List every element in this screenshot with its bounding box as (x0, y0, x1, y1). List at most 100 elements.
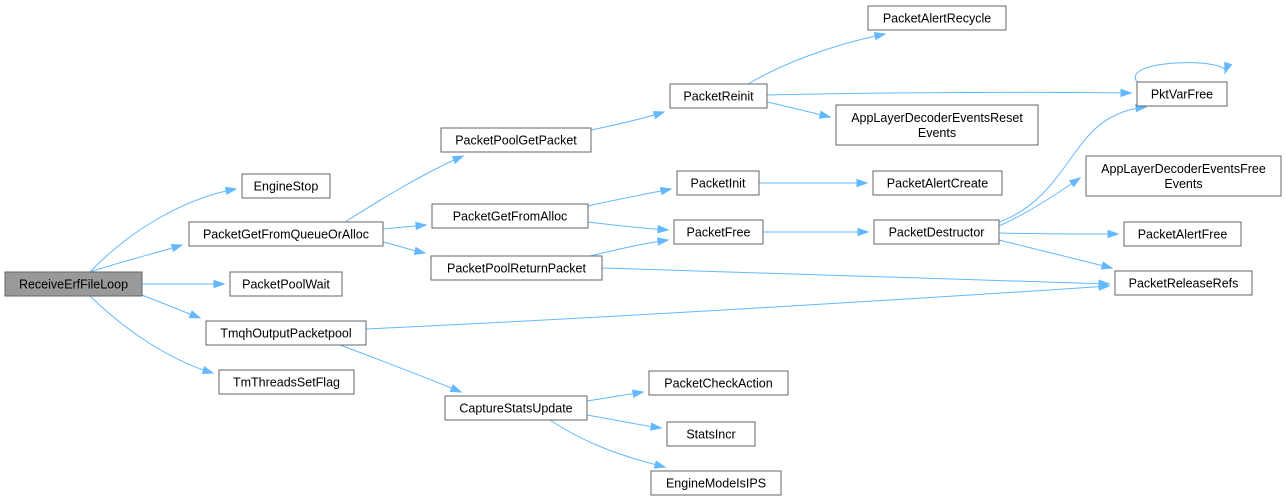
edge-line (998, 106, 1147, 223)
edge-line (549, 419, 666, 468)
arrowhead (188, 310, 202, 319)
node-packetinit[interactable]: PacketInit (676, 170, 760, 196)
node-label: StatsIncr (686, 428, 735, 442)
edge-n11-n18 (759, 178, 869, 188)
arrowhead (1100, 261, 1114, 270)
node-label: PacketDestructor (889, 226, 985, 240)
node-label: PacketPoolGetPacket (455, 134, 577, 148)
arrowhead (873, 31, 887, 41)
node-tmthreadssetflag[interactable]: TmThreadsSetFlag (218, 369, 355, 395)
edge-line (587, 221, 669, 231)
nodes-layer: ReceiveErfFileLoop EngineStopPacketGetFro… (4, 5, 1282, 496)
node-box (872, 170, 1003, 196)
node-box (1123, 221, 1242, 247)
node-label: AppLayerDecoderEventsFree (1101, 162, 1266, 176)
edge-n2-n8 (382, 241, 427, 256)
edge-n12-n19 (763, 227, 870, 237)
node-label: PacketAlertCreate (887, 177, 988, 191)
node-label: PacketAlertFree (1138, 228, 1228, 242)
node-enginestop[interactable]: EngineStop (241, 173, 331, 199)
node-box (867, 5, 1007, 31)
node-box (229, 271, 343, 297)
node-box (430, 255, 603, 281)
edge-n20-n20 (1134, 61, 1233, 83)
arrowhead (1120, 88, 1133, 98)
node-packetreinit[interactable]: PacketReinit (669, 83, 768, 109)
node-packetpoolgetpacket[interactable]: PacketPoolGetPacket (440, 127, 592, 153)
edge-n0-n3 (142, 279, 226, 289)
edge-line (998, 239, 1113, 269)
node-packetreleaserefs[interactable]: PacketReleaseRefs (1114, 270, 1253, 296)
edge-n4-n23 (365, 282, 1111, 330)
node-label: PacketPoolReturnPacket (447, 262, 586, 276)
node-label: PacketPoolWait (242, 278, 330, 292)
arrowhead (1224, 61, 1233, 75)
node-packetcheckaction[interactable]: PacketCheckAction (648, 370, 789, 396)
edge-n0-n2 (89, 244, 184, 273)
arrowhead (818, 110, 832, 119)
node-packetpoolreturnpacket[interactable]: PacketPoolReturnPacket (430, 255, 603, 281)
edge-n19-n23 (998, 239, 1114, 270)
node-label: PktVarFree (1151, 88, 1213, 102)
node-tmqhoutputpacketpool[interactable]: TmqhOutputPacketpool (205, 320, 367, 346)
node-receiveerffileloop[interactable]: ReceiveErfFileLoop (4, 271, 143, 297)
arrowhead (856, 178, 869, 188)
edge-n8-n23 (601, 267, 1111, 288)
node-enginemodeisips[interactable]: EngineModeIsIPS (650, 470, 782, 496)
node-label: PacketReinit (683, 90, 754, 104)
node-packetgetfromqueueoralloc[interactable]: PacketGetFromQueueOrAlloc (188, 221, 384, 247)
node-box (431, 203, 589, 229)
node-box (666, 421, 756, 447)
node-capturestatsupdate[interactable]: CaptureStatsUpdate (444, 395, 588, 421)
arrowhead (857, 227, 870, 237)
node-packetpoolwait[interactable]: PacketPoolWait (229, 271, 343, 297)
node-box (650, 470, 782, 496)
node-packetfree[interactable]: PacketFree (673, 219, 764, 245)
node-packetdestructor[interactable]: PacketDestructor (873, 219, 1000, 245)
node-label: ReceiveErfFileLoop (19, 278, 128, 292)
node-box (205, 320, 367, 346)
arrowhead (657, 225, 670, 234)
edge-line (766, 91, 1132, 96)
edge-n2-n6 (344, 155, 465, 223)
arrowhead (659, 186, 673, 196)
edge-n10-n17 (766, 101, 832, 119)
node-label: CaptureStatsUpdate (459, 402, 572, 416)
edge-line (601, 267, 1110, 285)
edge-n8-n12 (589, 237, 670, 257)
edge-n9-n13 (586, 389, 645, 402)
node-packetalertfree[interactable]: PacketAlertFree (1123, 221, 1242, 247)
node-label: PacketGetFromQueueOrAlloc (203, 228, 369, 242)
node-packetgetfromalloc[interactable]: PacketGetFromAlloc (431, 203, 589, 229)
arrowhead (650, 422, 663, 431)
edge-n0-n1 (89, 186, 238, 273)
arrowhead (170, 244, 184, 253)
node-packetalertcreate[interactable]: PacketAlertCreate (872, 170, 1003, 196)
edge-line (89, 295, 214, 374)
node-box (648, 370, 789, 396)
edge-n19-n22 (998, 229, 1120, 239)
node-label: PacketReleaseRefs (1129, 277, 1239, 291)
edge-line (590, 111, 665, 131)
node-label: PacketGetFromAlloc (453, 210, 568, 224)
arrowhead (451, 155, 465, 165)
node-box (4, 271, 143, 297)
node-pktvarfree[interactable]: PktVarFree (1136, 81, 1228, 107)
node-box (873, 219, 1000, 245)
node-label: PacketFree (687, 226, 751, 240)
arrowhead (657, 237, 670, 246)
edge-n7-n12 (587, 221, 670, 234)
edge-line (365, 285, 1110, 330)
node-label: Events (1164, 177, 1202, 191)
node-packetalertrecycle[interactable]: PacketAlertRecycle (867, 5, 1007, 31)
arrowhead (213, 279, 226, 289)
edge-line (1134, 62, 1226, 83)
edge-n2-n7 (382, 221, 428, 231)
node-box (673, 219, 764, 245)
node-box (188, 221, 384, 247)
node-statsincr[interactable]: StatsIncr (666, 421, 756, 447)
edge-line (747, 33, 886, 85)
